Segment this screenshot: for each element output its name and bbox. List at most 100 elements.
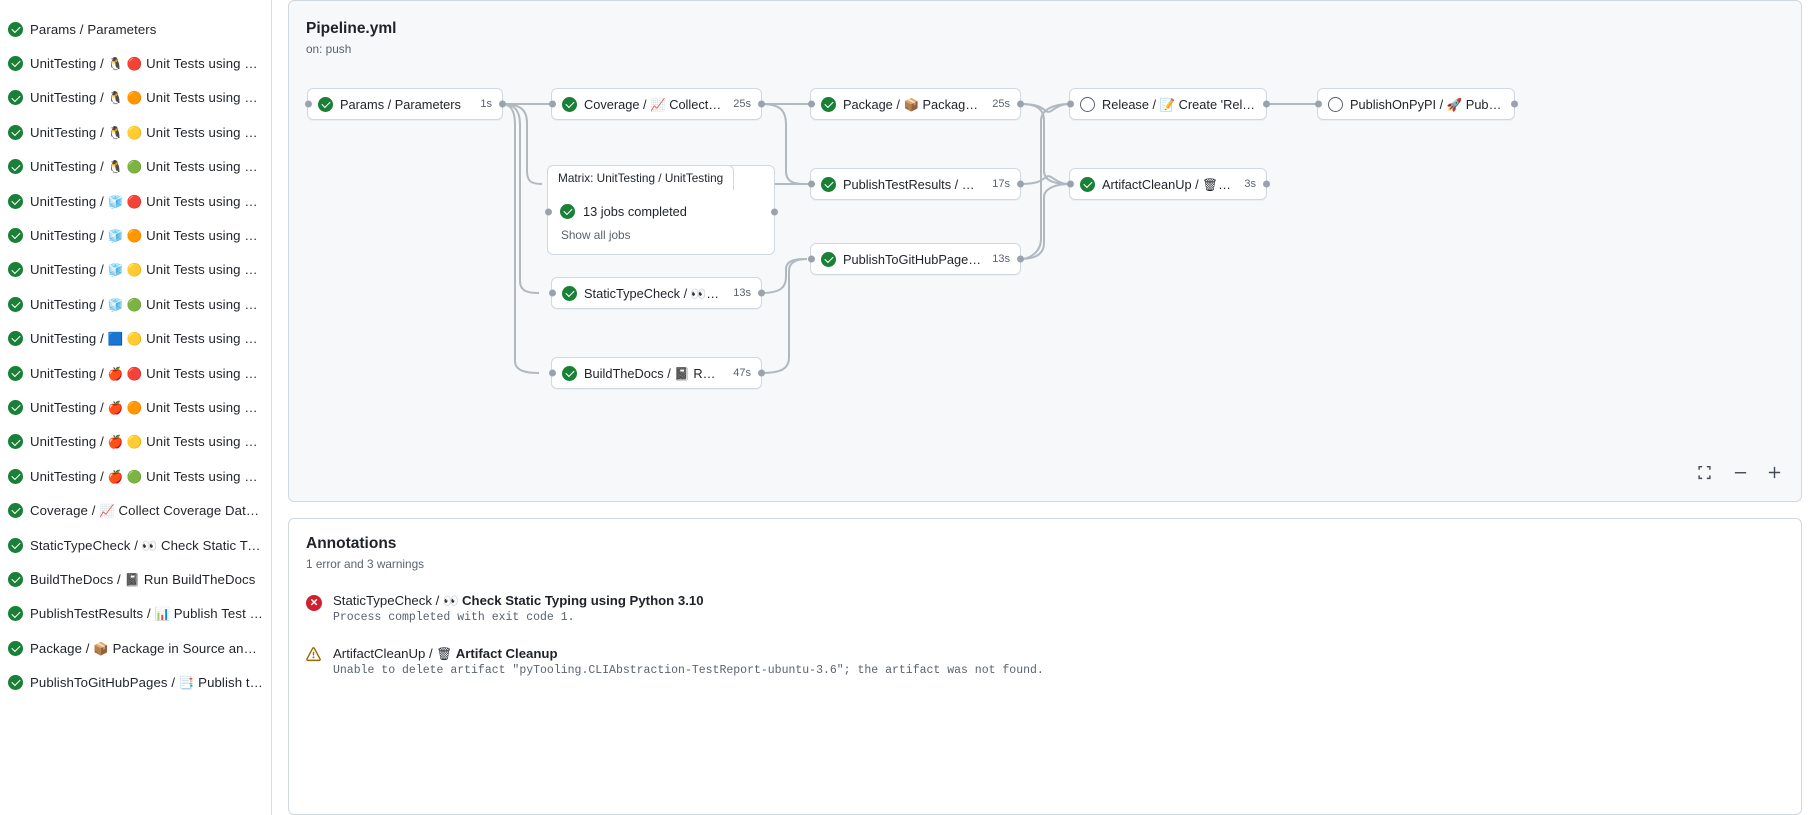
annotation-message: Unable to delete artifact "pyTooling.CLI…	[333, 664, 1044, 677]
node-port-left	[807, 100, 815, 108]
os-emoji-icon: 🐧	[107, 57, 127, 72]
os-emoji-icon: 🍎	[107, 366, 127, 381]
graph-node-pypi[interactable]: PublishOnPyPI / 🚀 Publish to ...	[1314, 88, 1518, 120]
graph-node-duration: 25s	[992, 98, 1010, 110]
matrix-jobs-row[interactable]: 13 jobs completed	[560, 204, 762, 219]
graph-node-duration: 1s	[480, 98, 492, 110]
node-port-right	[757, 100, 765, 108]
sidebar-job-item[interactable]: UnitTesting / 🧊 🟡 Unit Tests using Pyth.…	[0, 253, 271, 287]
sidebar-job-label: UnitTesting / 🍎 🔴 Unit Tests using Pyth.…	[30, 365, 263, 381]
success-icon	[8, 193, 23, 209]
graph-node-label: Release / 📝 Create 'Release P...	[1102, 96, 1256, 112]
sidebar-job-label: UnitTesting / 🟦 🟡 Unit Tests using Pyth.…	[30, 331, 263, 347]
show-all-jobs-link[interactable]: Show all jobs	[561, 228, 631, 242]
graph-node-statictype[interactable]: StaticTypeCheck / 👀 Chec...13s	[548, 277, 765, 309]
success-icon	[8, 468, 23, 484]
sidebar-job-item[interactable]: UnitTesting / 🍎 🟡 Unit Tests using Pyth.…	[0, 425, 271, 459]
success-icon	[8, 159, 23, 175]
graph-node-ghpages[interactable]: PublishToGitHubPages /📑 …13s	[807, 243, 1024, 275]
os-emoji-icon: 🐧	[107, 160, 127, 175]
step-emoji-icon: 🚀	[1446, 97, 1466, 112]
step-emoji-icon: 📦	[903, 97, 923, 112]
sidebar-job-item[interactable]: UnitTesting / 🍎 🟠 Unit Tests using Pyth.…	[0, 390, 271, 424]
page-title: Pipeline.yml	[306, 20, 397, 37]
sidebar-job-item[interactable]: UnitTesting / 🐧 🔴 Unit Tests using Pyth.…	[0, 46, 271, 80]
python-version-dot-icon: 🟠	[126, 229, 147, 244]
sidebar-job-item[interactable]: UnitTesting / 🧊 🟢 Unit Tests using Pyth.…	[0, 287, 271, 321]
success-icon	[8, 503, 23, 519]
sidebar-job-item[interactable]: PublishToGitHubPages / 📑 Publish to G...	[0, 665, 271, 699]
sidebar-job-item[interactable]: UnitTesting / 🧊 🔴 Unit Tests using Pyth.…	[0, 184, 271, 218]
sidebar-job-label: UnitTesting / 🍎 🟢 Unit Tests using Pyth.…	[30, 468, 263, 484]
sidebar-job-label: PublishTestResults / 📊 Publish Test Resu…	[30, 606, 263, 622]
step-emoji-icon: 🗑	[1202, 177, 1222, 192]
workflow-graph-card[interactable]: Pipeline.yml on: push	[288, 0, 1802, 502]
sidebar-job-item[interactable]: Package / 📦 Package in Source and Wh...	[0, 631, 271, 665]
success-icon	[560, 204, 575, 219]
sidebar-job-item[interactable]: UnitTesting / 🍎 🟢 Unit Tests using Pyth.…	[0, 459, 271, 493]
success-icon	[8, 331, 23, 347]
sidebar-job-item[interactable]: UnitTesting / 🍎 🔴 Unit Tests using Pyth.…	[0, 356, 271, 390]
os-emoji-icon: 🧊	[107, 194, 127, 209]
zoom-out-button[interactable]	[1729, 461, 1751, 483]
node-port-right	[1016, 255, 1024, 263]
success-icon	[8, 399, 23, 415]
graph-node-label: StaticTypeCheck / 👀 Chec...	[584, 285, 722, 301]
sidebar-job-label: UnitTesting / 🧊 🟠 Unit Tests using Pyth.…	[30, 228, 263, 244]
success-icon	[8, 640, 23, 656]
graph-node-buildthedocs[interactable]: BuildTheDocs / 📓 Run Buil...47s	[548, 357, 765, 389]
sidebar-job-label: Coverage / 📈 Collect Coverage Data usi..…	[30, 503, 263, 519]
node-port-right	[1262, 180, 1270, 188]
graph-node-label: Package / 📦 Package in So...	[843, 96, 981, 112]
success-icon	[8, 90, 23, 106]
os-emoji-icon: 📦	[93, 641, 113, 656]
graph-node-artifact[interactable]: ArtifactCleanUp / 🗑 Artifac...3s	[1066, 168, 1270, 200]
os-emoji-icon: 🧊	[107, 229, 127, 244]
sidebar-job-item[interactable]: PublishTestResults / 📊 Publish Test Resu…	[0, 597, 271, 631]
graph-node-label: Coverage / 📈 Collect Cove...	[584, 96, 722, 112]
node-port-right	[1510, 100, 1518, 108]
sidebar-job-item[interactable]: UnitTesting / 🐧 🟠 Unit Tests using Pyth.…	[0, 81, 271, 115]
graph-node-coverage[interactable]: Coverage / 📈 Collect Cove...25s	[548, 88, 765, 120]
success-icon	[8, 571, 23, 587]
sidebar-job-item[interactable]: UnitTesting / 🐧 🟡 Unit Tests using Pyth.…	[0, 115, 271, 149]
graph-node-label: BuildTheDocs / 📓 Run Buil...	[584, 365, 722, 381]
sidebar-job-label: Package / 📦 Package in Source and Wh...	[30, 640, 263, 656]
graph-zoom-controls[interactable]	[1693, 461, 1785, 483]
fullscreen-icon[interactable]	[1693, 461, 1715, 483]
graph-node-package[interactable]: Package / 📦 Package in So... 25s	[807, 88, 1024, 120]
os-emoji-icon: 📈	[99, 504, 119, 519]
sidebar-job-item[interactable]: UnitTesting / 🟦 🟡 Unit Tests using Pyth.…	[0, 322, 271, 356]
os-emoji-icon: 🧊	[107, 297, 127, 312]
python-version-dot-icon: 🟠	[126, 400, 147, 415]
python-version-dot-icon: 🟢	[126, 469, 147, 484]
sidebar-job-item[interactable]: UnitTesting / 🧊 🟠 Unit Tests using Pyth.…	[0, 218, 271, 252]
matrix-group-unittesting[interactable]: Matrix: UnitTesting / UnitTesting 13 job…	[544, 165, 778, 255]
node-port-right	[757, 289, 765, 297]
graph-node-testresults[interactable]: PublishTestResults / 📊 Pu...17s	[807, 168, 1024, 200]
sidebar-job-item[interactable]: BuildTheDocs / 📓 Run BuildTheDocs	[0, 562, 271, 596]
sidebar-job-item[interactable]: UnitTesting / 🐧 🟢 Unit Tests using Pyth.…	[0, 150, 271, 184]
sidebar-job-item[interactable]: Params / Parameters	[0, 12, 271, 46]
matrix-group-body: 13 jobs completed Show all jobs	[548, 190, 774, 254]
os-emoji-icon: 👀	[141, 538, 161, 553]
python-version-dot-icon: 🟢	[126, 160, 147, 175]
sidebar-job-label: UnitTesting / 🧊 🟢 Unit Tests using Pyth.…	[30, 296, 263, 312]
zoom-in-button[interactable]	[1763, 461, 1785, 483]
annotations-title: Annotations	[306, 535, 397, 552]
sidebar-job-item[interactable]: Coverage / 📈 Collect Coverage Data usi..…	[0, 493, 271, 527]
os-emoji-icon: 🟦	[107, 332, 127, 347]
sidebar-job-item[interactable]: StaticTypeCheck / 👀 Check Static Typing.…	[0, 528, 271, 562]
success-icon	[8, 365, 23, 381]
graph-node-label: PublishOnPyPI / 🚀 Publish to ...	[1350, 96, 1504, 112]
step-emoji-icon: 📊	[961, 177, 981, 192]
matrix-port-left	[544, 208, 552, 216]
success-icon	[562, 96, 577, 112]
python-version-dot-icon: 🟡	[126, 125, 147, 140]
graph-node-release[interactable]: Release / 📝 Create 'Release P...	[1066, 88, 1270, 120]
skipped-icon	[1328, 96, 1343, 112]
